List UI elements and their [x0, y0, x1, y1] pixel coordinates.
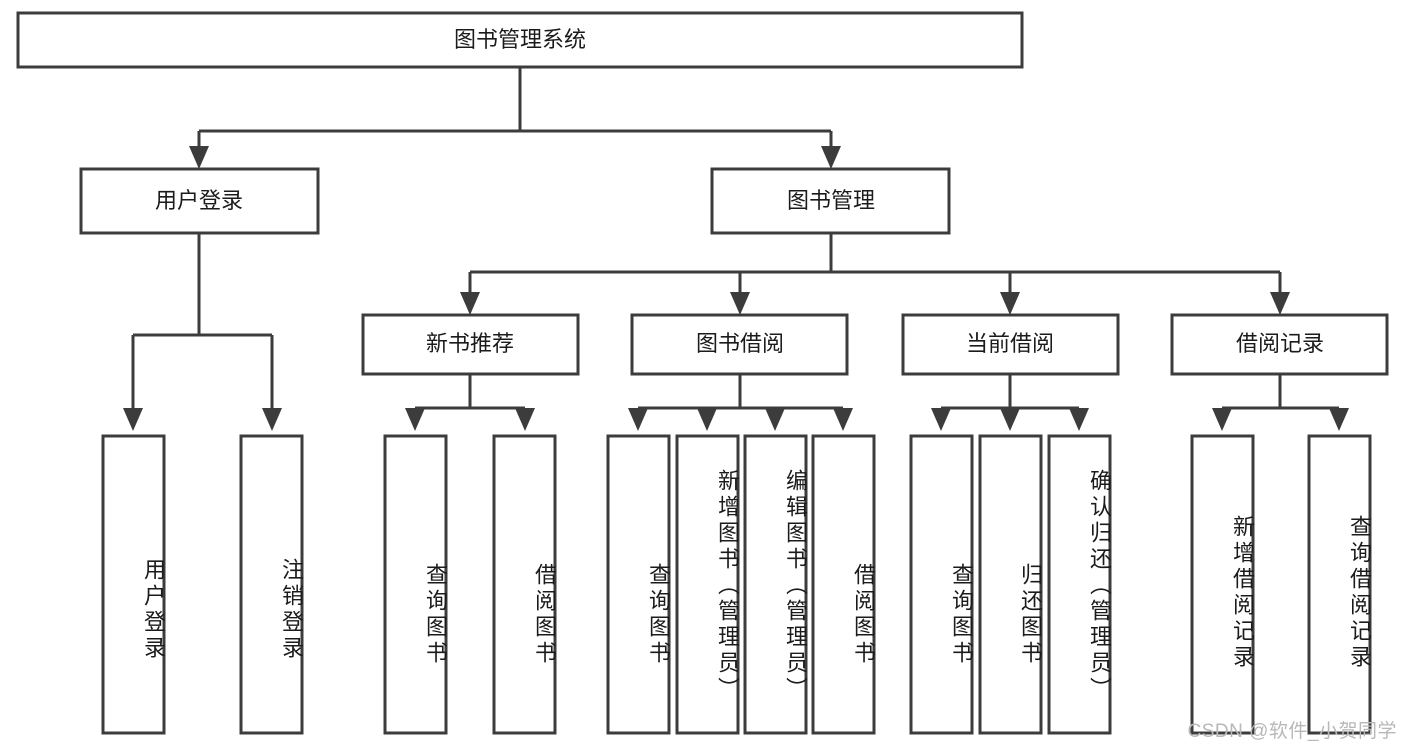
nodes-group: 图书管理系统 用户登录 图书管理 新书推荐 图书借阅 当前借阅 借阅记录	[16, 11, 1389, 735]
leaf-borrow-book-box[interactable]	[811, 434, 876, 735]
node-user-login-box[interactable]	[79, 167, 320, 235]
leaf-edit-book-box[interactable]	[743, 434, 808, 735]
arrowhead-bookborrow-leaf2	[697, 408, 717, 431]
node-book-management-label: 图书管理	[787, 188, 875, 213]
leaf-confirm-return-box[interactable]	[1047, 434, 1112, 735]
arrowhead-current-borrow	[1000, 292, 1020, 315]
leaf-logout-box[interactable]	[239, 434, 304, 735]
arrowhead-book-borrow	[730, 292, 750, 315]
arrowhead-borrowrecord-leaf2	[1329, 408, 1349, 431]
connectors-group	[123, 67, 1349, 431]
arrowhead-currentborrow-leaf3	[1069, 408, 1089, 431]
arrowhead-leaf-logout	[262, 408, 282, 431]
arrowhead-bookborrow-leaf1	[628, 408, 648, 431]
arrowhead-bookborrow-leaf3	[765, 408, 785, 431]
leaf-add-borrow-record-box[interactable]	[1190, 434, 1255, 735]
arrowhead-user-login	[189, 146, 209, 169]
node-borrow-record-label: 借阅记录	[1236, 331, 1324, 356]
node-root-label: 图书管理系统	[454, 27, 586, 52]
node-book-borrow-label: 图书借阅	[696, 331, 784, 356]
node-root-box[interactable]	[16, 11, 1024, 69]
leaf-query-borrow-record-box[interactable]	[1307, 434, 1372, 735]
leaf-query-book-borrow-box[interactable]	[606, 434, 671, 735]
leaf-return-book-box[interactable]	[978, 434, 1043, 735]
node-new-book-recommend-box[interactable]	[361, 313, 580, 376]
node-book-management-box[interactable]	[710, 167, 951, 235]
arrowhead-borrow-record	[1270, 292, 1290, 315]
arrowhead-leaf-user-login	[123, 408, 143, 431]
arrowhead-bookborrow-leaf4	[833, 408, 853, 431]
watermark-text: CSDN @软件_小贺同学	[1187, 721, 1397, 742]
node-user-login-label: 用户登录	[155, 188, 243, 213]
arrowhead-new-book	[460, 292, 480, 315]
node-current-borrow-box[interactable]	[901, 313, 1120, 376]
arrowhead-book-mgmt	[821, 146, 841, 169]
arrowhead-currentborrow-leaf1	[931, 408, 951, 431]
arrowhead-borrowrecord-leaf1	[1212, 408, 1232, 431]
node-current-borrow-label: 当前借阅	[966, 331, 1054, 356]
arrowhead-newbook-leaf1	[405, 408, 425, 431]
node-book-borrow-box[interactable]	[630, 313, 849, 376]
leaf-query-book-recommend-box[interactable]	[383, 434, 448, 735]
arrowhead-currentborrow-leaf2	[1000, 408, 1020, 431]
node-borrow-record-box[interactable]	[1170, 313, 1389, 376]
leaf-add-book-box[interactable]	[675, 434, 740, 735]
arrowhead-newbook-leaf2	[515, 408, 535, 431]
leaf-user-login-box[interactable]	[101, 434, 166, 735]
leaf-query-book-current-box[interactable]	[909, 434, 974, 735]
node-new-book-recommend-label: 新书推荐	[426, 331, 514, 356]
leaf-borrow-book-recommend-box[interactable]	[492, 434, 557, 735]
